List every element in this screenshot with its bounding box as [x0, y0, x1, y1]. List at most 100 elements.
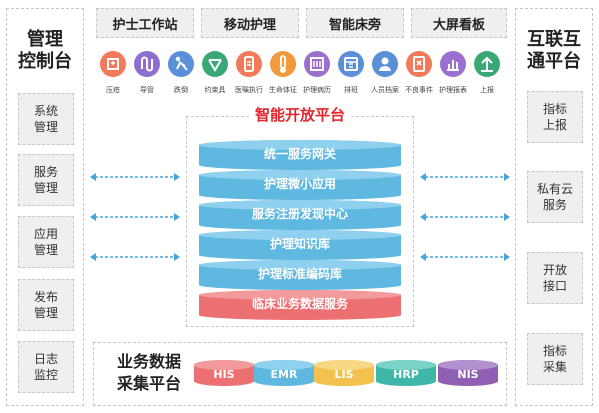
nis-database[interactable]: NIS: [438, 360, 498, 386]
emr-label: EMR: [270, 368, 298, 381]
open-interface-line1: 开放: [542, 263, 567, 277]
pressure-ulcer-label: 压疮: [106, 86, 120, 94]
codes-label: 护理标准编码库: [257, 267, 342, 281]
indicator-report-line2: 上报: [542, 118, 567, 132]
upload-item[interactable]: 上报: [472, 50, 502, 96]
system-management-line2: 管理: [33, 120, 58, 134]
order-execution-item[interactable]: 医嘱执行: [234, 50, 264, 96]
private-cloud-line2: 服务: [542, 198, 567, 212]
management-console-panel: 管理 控制台 系统管理 服务管理 应用管理 发布管理 日志监控: [6, 8, 84, 406]
application-management-box[interactable]: 应用管理: [18, 216, 74, 268]
layer-nursing-standard-codes[interactable]: 护理标准编码库: [199, 260, 401, 290]
catheter-label: 导管: [140, 86, 154, 94]
hrp-label: HRP: [393, 368, 419, 381]
service-management-line1: 服务: [33, 165, 58, 179]
system-management-line1: 系统: [33, 104, 58, 118]
release-management-line2: 管理: [33, 306, 58, 320]
platform-title-text: 智能开放平台: [248, 106, 351, 124]
arrow-right-3: [420, 253, 510, 261]
interconnection-platform-panel: 互联互 通平台 指标上报 私有云服务 开放接口 指标采集: [515, 8, 593, 406]
big-screen-board-box[interactable]: 大屏看板: [411, 8, 507, 38]
catheter-icon: [134, 51, 160, 77]
hrp-cylinder-icon: [376, 360, 436, 386]
smart-open-platform-title: 智能开放平台: [186, 104, 414, 125]
open-interface-box[interactable]: 开放接口: [527, 252, 583, 304]
indicator-report-box[interactable]: 指标上报: [527, 91, 583, 143]
catheter-item[interactable]: 导管: [132, 50, 162, 96]
codes-disk-shape: [199, 260, 401, 290]
nis-label: NIS: [457, 368, 479, 381]
order-execution-label: 医嘱执行: [235, 86, 263, 94]
service-management-box[interactable]: 服务管理: [18, 154, 74, 206]
release-management-box[interactable]: 发布管理: [18, 279, 74, 331]
knowledge-label: 护理知识库: [269, 237, 330, 251]
upload-label: 上报: [480, 86, 494, 94]
private-cloud-line1: 私有云: [536, 182, 573, 196]
application-management-line1: 应用: [33, 227, 58, 241]
adverse-event-label: 不良事件: [405, 86, 433, 94]
his-database[interactable]: HIS: [194, 360, 254, 386]
knowledge-disk-shape: [199, 230, 401, 260]
upload-icon: [474, 51, 500, 77]
open-interface-line2: 接口: [542, 279, 567, 293]
layer-unified-service-gateway[interactable]: 统一服务网关: [199, 140, 401, 170]
private-cloud-service-box[interactable]: 私有云服务: [527, 171, 583, 223]
layer-nursing-knowledge-base[interactable]: 护理知识库: [199, 230, 401, 260]
data-collection-title-line2: 采集平台: [116, 374, 181, 393]
lis-database[interactable]: LIS: [314, 360, 374, 386]
data-collection-title-line1: 业务数据: [116, 352, 181, 371]
staff-profile-icon: [372, 51, 398, 77]
log-monitoring-line2: 监控: [33, 368, 58, 382]
indicator-collection-line1: 指标: [542, 344, 567, 358]
arrow-left-3: [90, 253, 180, 261]
smart-bedside-box[interactable]: 智能床旁: [306, 8, 404, 38]
indicator-collection-box[interactable]: 指标采集: [527, 333, 583, 385]
interconnection-title-line1: 互联互: [527, 29, 581, 50]
nursing-record-label: 护理病历: [303, 86, 331, 94]
mobile-nursing-box[interactable]: 移动护理: [201, 8, 299, 38]
his-cylinder-icon: [194, 360, 254, 386]
his-label: HIS: [213, 368, 235, 381]
restraint-icon: [202, 51, 228, 77]
fall-icon: [168, 51, 194, 77]
schedule-item[interactable]: 排班: [336, 50, 366, 96]
indicator-report-line1: 指标: [542, 102, 567, 116]
vital-signs-icon: [270, 51, 296, 77]
release-management-line1: 发布: [33, 290, 58, 304]
schedule-icon: [338, 51, 364, 77]
restraint-item[interactable]: 约束具: [200, 50, 230, 96]
nurse-workstation-box[interactable]: 护士工作站: [96, 8, 194, 38]
gateway-label: 统一服务网关: [263, 147, 336, 161]
fall-item[interactable]: 跌倒: [166, 50, 196, 96]
micro-app-disk-shape: [199, 170, 401, 200]
adverse-event-item[interactable]: 不良事件: [404, 50, 434, 96]
staff-profile-label: 人员档案: [371, 86, 399, 94]
log-monitoring-box[interactable]: 日志监控: [18, 341, 74, 393]
nursing-record-icon: [304, 51, 330, 77]
application-management-line2: 管理: [33, 243, 58, 257]
service-management-line2: 管理: [33, 181, 58, 195]
nursing-report-item[interactable]: 护理报表: [438, 50, 468, 96]
staff-profile-item[interactable]: 人员档案: [370, 50, 400, 96]
layer-clinical-data-service[interactable]: 临床业务数据服务: [199, 290, 401, 320]
hrp-database[interactable]: HRP: [376, 360, 436, 386]
schedule-label: 排班: [344, 86, 358, 94]
arrow-left-1: [90, 173, 180, 181]
arrow-right-1: [420, 173, 510, 181]
vital-signs-label: 生命体征: [269, 86, 297, 94]
layer-service-registry[interactable]: 服务注册发现中心: [199, 200, 401, 230]
layer-nursing-micro-app[interactable]: 护理微小应用: [199, 170, 401, 200]
lis-label: LIS: [334, 368, 354, 381]
system-management-box[interactable]: 系统管理: [18, 93, 74, 145]
clinical-label: 临床业务数据服务: [251, 297, 348, 311]
nursing-report-label: 护理报表: [439, 86, 467, 94]
pressure-ulcer-item[interactable]: 压疮: [98, 50, 128, 96]
gateway-disk-shape: [199, 140, 401, 170]
lis-cylinder-icon: [314, 360, 374, 386]
emr-database[interactable]: EMR: [254, 360, 314, 386]
vital-signs-item[interactable]: 生命体征: [268, 50, 298, 96]
arrow-right-2: [420, 213, 510, 221]
indicator-collection-line2: 采集: [542, 360, 567, 374]
nis-cylinder-icon: [438, 360, 498, 386]
nursing-record-item[interactable]: 护理病历: [302, 50, 332, 96]
